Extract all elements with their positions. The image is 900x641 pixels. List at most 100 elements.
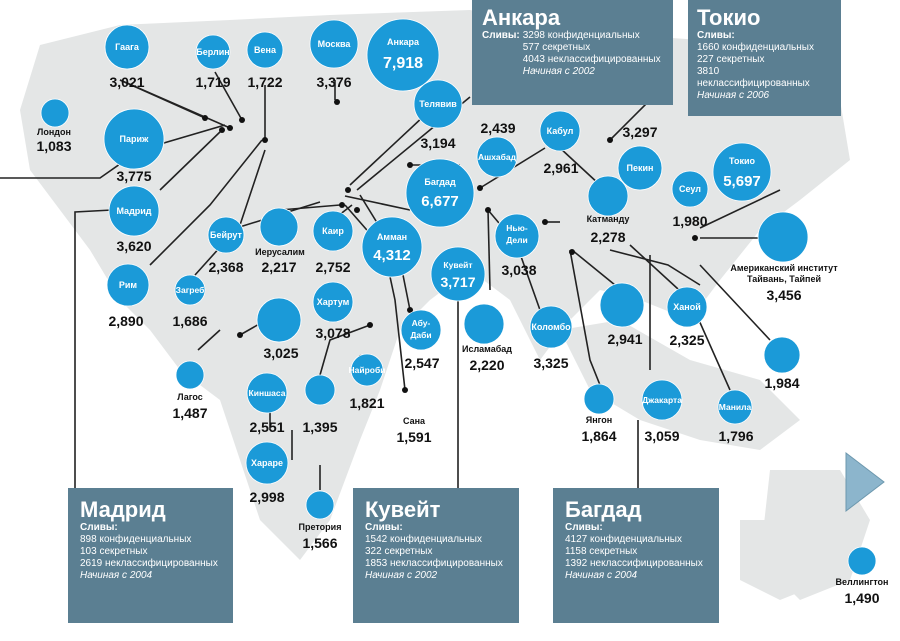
bubble-khanoy: Ханой: [666, 286, 708, 328]
panel-baghdad-line-3: 1392 неклассифицированных: [565, 558, 703, 569]
value-sana: 1,591: [396, 429, 431, 445]
value-bangkok: 2,941: [607, 331, 642, 347]
bubble-ashhabad-label: Ашхабад: [478, 152, 517, 162]
label-katmandu: Катманду: [587, 214, 630, 224]
panel-kuwait-title: Кувейт: [365, 497, 441, 522]
bubble-harare: Хараре: [245, 441, 289, 485]
value-vellington: 1,490: [844, 590, 879, 606]
next-arrow-icon[interactable]: [845, 451, 885, 513]
value-katmandu: 2,278: [590, 229, 625, 245]
bubble-haga-label: Гаага: [115, 42, 140, 52]
label-london: Лондон: [37, 127, 71, 137]
bubble-tokio-value: 5,697: [723, 173, 761, 190]
panel-tokyo-since: Начиная с 2006: [697, 90, 770, 101]
bubble-seul-label: Сеул: [679, 184, 701, 194]
bubble-parizh: Париж: [103, 108, 165, 170]
bubble-kair: Каир: [312, 210, 354, 252]
bubble-yangon: [583, 383, 615, 415]
outside-labels: Лондон Иерусалим Катманду Американский и…: [37, 127, 888, 587]
bubble-nyudeli: Нью- Дели: [494, 213, 540, 259]
bubble-nyudeli-label-2: Дели: [506, 235, 528, 245]
bubble-harare-label: Хараре: [251, 458, 283, 468]
panel-ankara-since: Начиная с 2002: [522, 66, 595, 77]
bubble-tayvan: [757, 211, 809, 263]
bubble-beirut-label: Бейрут: [210, 230, 243, 240]
label-sana: Сана: [403, 416, 426, 426]
bubble-dzhakarta: Джакарта: [641, 379, 683, 421]
panel-ankara-line-3: 4043 неклассифицированных: [522, 54, 661, 65]
value-nairobi: 1,821: [349, 395, 384, 411]
bubble-tokio-label: Токио: [729, 156, 755, 166]
bubble-pekin-label: Пекин: [627, 163, 654, 173]
panel-madrid-line-1: 898 конфиденциальных: [80, 534, 192, 545]
bubble-haga: Гаага: [104, 24, 150, 70]
bubble-parizh-label: Париж: [120, 134, 150, 144]
panel-ankara-leaks-label: Сливы:: [482, 30, 520, 41]
value-labels: 3,021 1,719 1,722 3,376 1,083 3,775 3,62…: [36, 74, 879, 606]
value-pretoria: 1,566: [302, 535, 337, 551]
bubble-kuwait-label: Кувейт: [443, 260, 472, 270]
value-berlin: 1,719: [195, 74, 230, 90]
panel-kuwait-line-3: 1853 неклассифицированных: [365, 558, 503, 569]
panel-baghdad-line-2: 1158 секретных: [565, 546, 638, 557]
bubble-ankara-label: Анкара: [387, 37, 420, 47]
value-manila: 1,796: [718, 428, 753, 444]
value-dzhakarta: 3,059: [644, 428, 679, 444]
bubble-vena: Вена: [246, 31, 284, 69]
label-ierusalim: Иерусалим: [255, 247, 305, 257]
value-yangon: 1,864: [581, 428, 616, 444]
value-ghana: 3,025: [263, 345, 298, 361]
bubble-london: [40, 98, 70, 128]
panel-baghdad: Багдад Сливы: 4127 конфиденциальных 1158…: [553, 488, 719, 623]
value-islamabad: 2,220: [469, 357, 504, 373]
bubble-pretoria: [305, 490, 335, 520]
label-islamabad: Исламабад: [462, 344, 512, 354]
bubble-zagreb: Загреб: [174, 274, 206, 306]
bubble-baghdad-label: Багдад: [424, 177, 456, 187]
panel-kuwait-since: Начиная с 2002: [365, 570, 438, 581]
bubble-abudabi-label-1: Абу-: [412, 318, 431, 328]
bubble-vena-label: Вена: [254, 45, 277, 55]
panel-kuwait-line-1: 1542 конфиденциальных: [365, 534, 482, 545]
bubble-beirut: Бейрут: [207, 216, 245, 254]
value-addis: 1,395: [302, 419, 337, 435]
bubble-khartum-label: Хартум: [317, 297, 350, 307]
bubble-nairobi: Найроби: [349, 353, 385, 387]
panel-tokyo-leaks-label: Сливы:: [697, 30, 735, 41]
bubble-nyudeli-label-1: Нью-: [506, 223, 528, 233]
value-kair: 2,752: [315, 259, 350, 275]
value-ashhabad: 2,439: [480, 120, 515, 136]
bubble-berlin-label: Берлин: [196, 47, 229, 57]
bubble-baghdad: Багдад 6,677: [405, 158, 475, 228]
value-philippines2: 1,984: [764, 375, 799, 391]
bubble-bangkok: [599, 282, 645, 328]
panel-madrid-line-2: 103 секретных: [80, 546, 148, 557]
panel-tokyo-line-3: 3810 неклассифицированных: [697, 66, 810, 89]
bubble-tokio: Токио 5,697: [712, 142, 772, 202]
label-tayvan-2: Тайвань, Тайпей: [747, 274, 821, 284]
value-ierusalim: 2,217: [261, 259, 296, 275]
value-madrid: 3,620: [116, 238, 151, 254]
value-nyudeli: 3,038: [501, 262, 536, 278]
bubble-abudabi-label-2: Даби: [410, 330, 431, 340]
panel-madrid: Мадрид Сливы: 898 конфиденциальных 103 с…: [68, 488, 233, 623]
panel-kuwait: Кувейт Сливы: 1542 конфиденциальных 322 …: [353, 488, 519, 623]
panel-tokyo-line-1: 1660 конфиденциальных: [697, 42, 814, 53]
panel-ankara-line-1: 3298 конфиденциальных: [522, 30, 640, 41]
value-parizh: 3,775: [116, 168, 151, 184]
bubble-rim: Рим: [106, 263, 150, 307]
panel-baghdad-since: Начиная с 2004: [565, 570, 638, 581]
panel-ankara-title: Анкара: [482, 5, 561, 30]
bubble-zagreb-label: Загреб: [176, 285, 205, 295]
value-telaviv: 3,194: [420, 135, 455, 151]
bubble-amman-label: Амман: [377, 232, 407, 242]
panel-madrid-since: Начиная с 2004: [80, 570, 153, 581]
value-kolombo: 3,325: [533, 355, 568, 371]
label-lagos: Лагос: [177, 392, 203, 402]
bubble-kabul-label: Кабул: [547, 126, 574, 136]
bubble-baghdad-value: 6,677: [421, 193, 459, 210]
panel-madrid-leaks-label: Сливы:: [80, 522, 118, 533]
